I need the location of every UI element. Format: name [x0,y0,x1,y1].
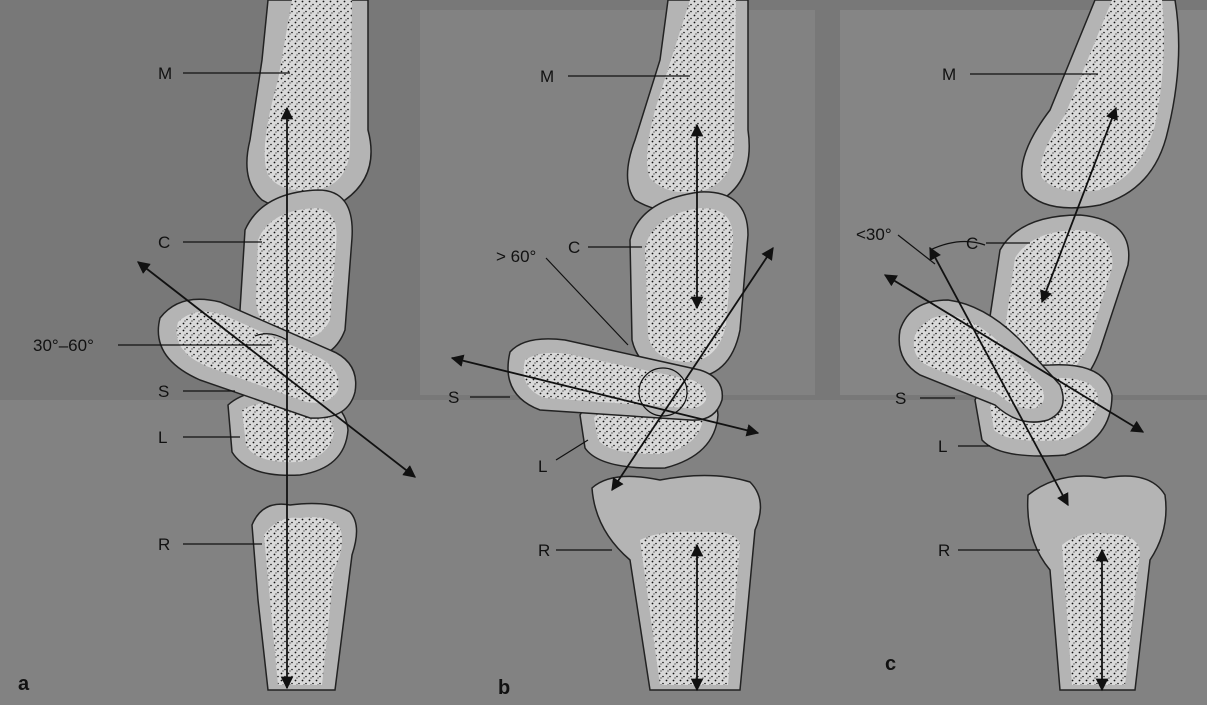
label-c-b: C [568,238,580,257]
panel-letter-a: a [18,673,30,695]
label-r-c: R [938,541,950,560]
label-angle-c: <30° [856,225,892,244]
label-angle-a: 30°–60° [33,336,94,355]
label-m-c: M [942,65,956,84]
panel-letter-c: c [885,653,896,675]
label-l-a: L [158,428,167,447]
label-l-b: L [538,457,547,476]
label-angle-b: > 60° [496,247,536,266]
bone-capitate-b [630,192,748,378]
page-shadow-2 [420,10,815,395]
label-m-a: M [158,64,172,83]
label-m-b: M [540,67,554,86]
label-l-c: L [938,437,947,456]
label-c-c: C [966,234,978,253]
label-s-a: S [158,382,169,401]
label-s-b: S [448,388,459,407]
label-s-c: S [895,389,906,408]
label-r-a: R [158,535,170,554]
label-c-a: C [158,233,170,252]
bone-metacarpal-a [247,0,371,211]
panel-letter-b: b [498,677,510,699]
label-r-b: R [538,541,550,560]
